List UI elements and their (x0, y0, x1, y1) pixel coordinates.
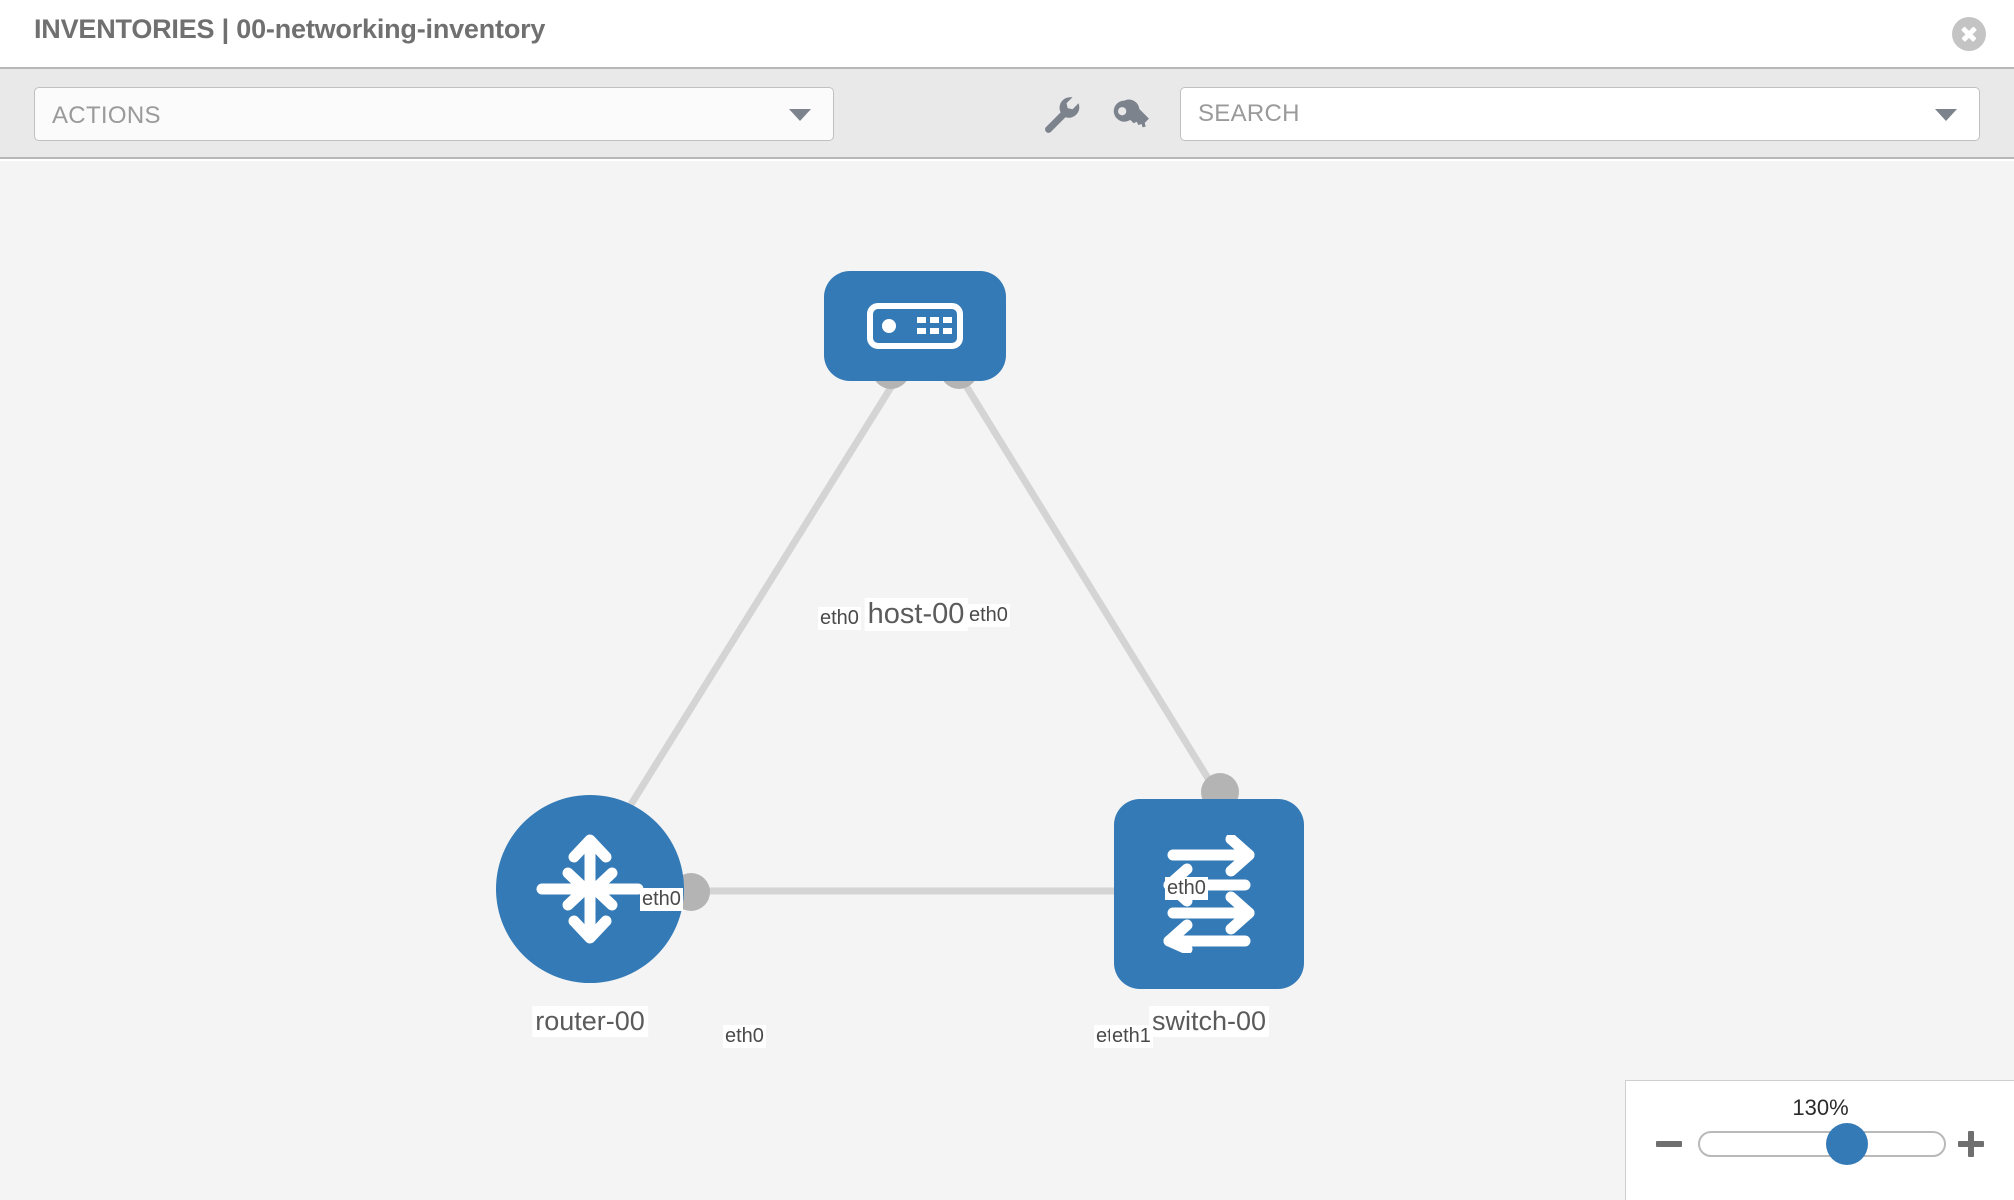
zoom-slider-track[interactable] (1698, 1131, 1946, 1157)
zoom-level-value: 130% (1792, 1095, 1849, 1120)
edge-label-router00-uplink-eth0: eth0 (640, 888, 683, 911)
edge-label-router00-eth0: eth0 (723, 1025, 766, 1048)
four-arrows-icon (536, 834, 644, 944)
search-field[interactable] (1180, 87, 1980, 141)
edge-label-switch00-eth1: eth1 (1110, 1025, 1153, 1048)
node-host-00-label: host-00 (864, 598, 968, 631)
chevron-down-icon (789, 109, 811, 121)
wrench-icon[interactable] (1038, 91, 1084, 137)
edge-label-host00-eth0-left: eth0 (818, 607, 861, 630)
edge-host00-switch00[interactable] (957, 374, 1225, 803)
actions-dropdown[interactable]: ACTIONS (34, 87, 834, 141)
node-host-00-shape[interactable] (824, 271, 1006, 381)
edge-host00-router00[interactable] (627, 374, 901, 808)
topology-canvas[interactable]: host-00 rout (0, 161, 2014, 1200)
key-icon[interactable] (1108, 91, 1154, 137)
zoom-slider-thumb[interactable] (1825, 1123, 1868, 1165)
zoom-control-panel: 130% (1625, 1080, 2014, 1200)
chevron-down-icon[interactable] (1935, 109, 1957, 121)
actions-dropdown-label: ACTIONS (52, 102, 161, 129)
close-icon[interactable] (1952, 17, 1986, 51)
window-header: INVENTORIES | 00-networking-inventory (0, 0, 2014, 69)
plus-icon[interactable] (1956, 1129, 1986, 1159)
node-switch-00-shape[interactable] (1114, 799, 1304, 989)
node-router-00-label: router-00 (532, 1006, 648, 1037)
edge-label-switch00-uplink-eth0: eth0 (1165, 877, 1208, 900)
server-icon (867, 303, 963, 349)
minus-icon[interactable] (1654, 1129, 1684, 1159)
search-input[interactable] (1198, 88, 1898, 140)
topology-edges (627, 374, 1225, 895)
node-switch-00-label: switch-00 (1148, 1006, 1270, 1037)
edge-label-host00-eth0-right: eth0 (967, 604, 1010, 627)
page-title: INVENTORIES | 00-networking-inventory (34, 14, 546, 44)
toolbar: ACTIONS (0, 69, 2014, 159)
